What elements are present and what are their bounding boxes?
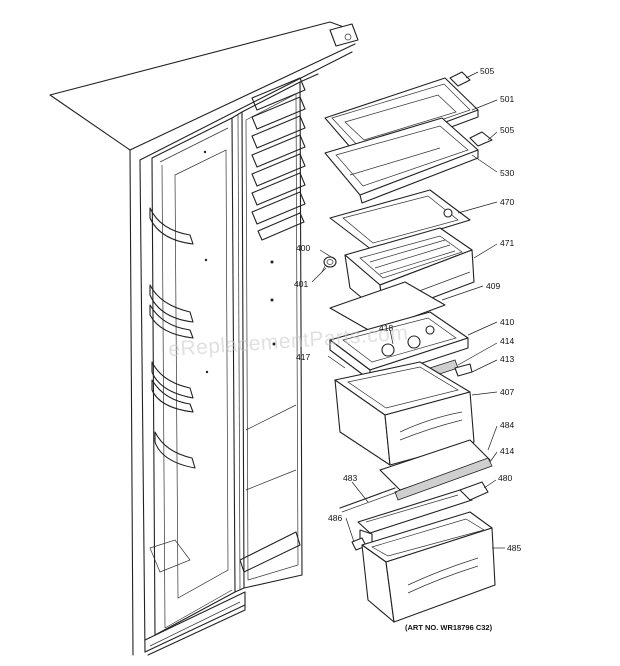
part-470-frame <box>329 189 471 251</box>
callout-410: 410 <box>500 317 514 327</box>
part-505-clip <box>469 131 493 147</box>
callout-530: 530 <box>500 168 514 178</box>
callout-414-lower: 414 <box>500 446 514 456</box>
part-485-drawer <box>361 511 496 623</box>
refrigerator-cabinet <box>49 21 359 656</box>
callout-485: 485 <box>507 543 521 553</box>
part-505-top <box>449 71 471 87</box>
callout-417: 417 <box>296 352 310 362</box>
callout-400: 400 <box>296 243 310 253</box>
callout-470: 470 <box>500 197 514 207</box>
callout-418: 418 <box>379 323 393 333</box>
part-409-glass <box>329 281 446 333</box>
callout-505-top: 505 <box>480 66 494 76</box>
art-number: (ART NO. WR18796 C32) <box>405 623 493 632</box>
callout-480: 480 <box>498 473 512 483</box>
callout-501: 501 <box>500 94 514 104</box>
part-530-shelf <box>324 117 479 204</box>
callout-484: 484 <box>500 420 514 430</box>
part-484-cover <box>379 439 491 491</box>
callout-483: 483 <box>343 473 357 483</box>
callout-413: 413 <box>500 354 514 364</box>
callout-505-middle: 505 <box>500 125 514 135</box>
callout-409: 409 <box>486 281 500 291</box>
callout-414-upper: 414 <box>500 336 514 346</box>
part-400-knob <box>321 256 337 273</box>
callout-407: 407 <box>500 387 514 397</box>
part-414-lower-handle <box>394 457 493 501</box>
part-483-rod <box>339 487 396 509</box>
callout-471: 471 <box>500 238 514 248</box>
freezer-shelf-ribs <box>251 77 306 241</box>
part-407-drawer <box>334 361 475 466</box>
door-shelf-supports <box>149 207 196 469</box>
exploded-parts <box>321 71 496 623</box>
callout-401: 401 <box>294 279 308 289</box>
callout-labels: 505 501 505 530 470 471 400 401 409 410 … <box>294 66 521 553</box>
leader-lines <box>311 71 505 549</box>
callout-486: 486 <box>328 513 342 523</box>
